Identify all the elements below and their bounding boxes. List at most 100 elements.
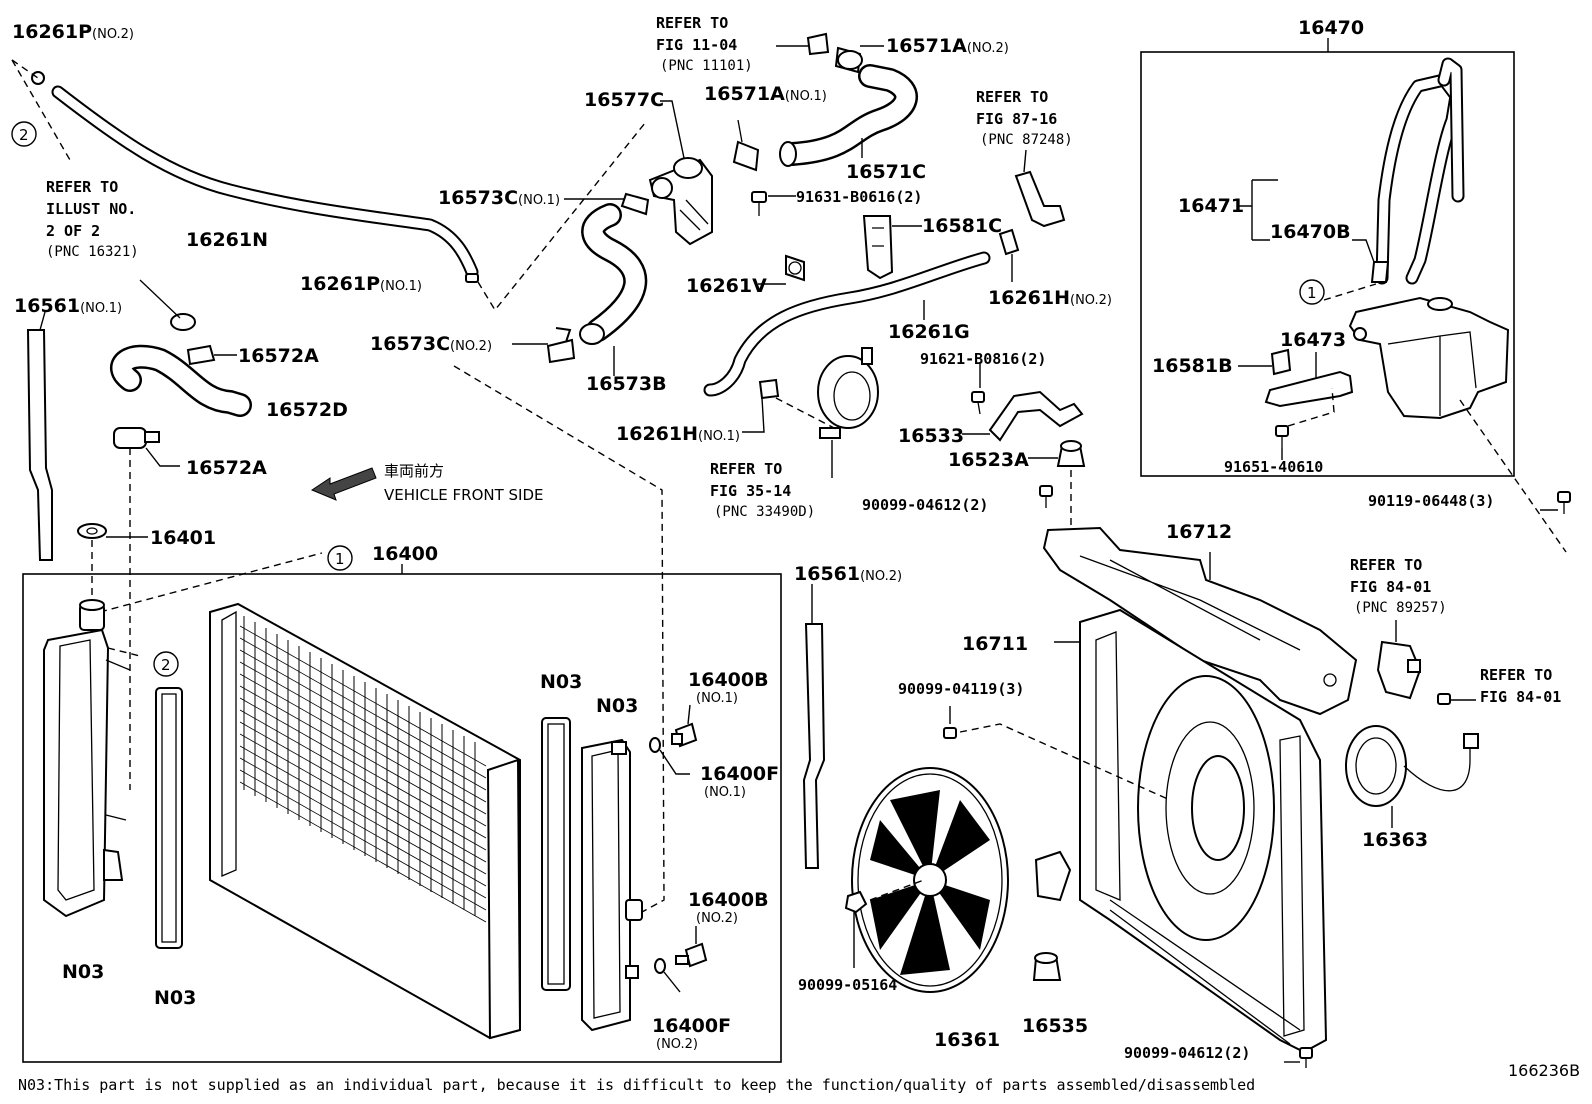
label-90099-04612-bottom: 90099-04612(2) (1124, 1044, 1250, 1062)
svg-text:FIG 84-01: FIG 84-01 (1350, 578, 1431, 596)
clamp-16261h-no2 (998, 228, 1020, 256)
motor-16363 (1345, 725, 1479, 807)
label-16577c: 16577C (584, 89, 664, 111)
footnote: N03:This part is not supplied as an indi… (18, 1076, 1255, 1094)
callout-2-top: 2 (11, 121, 37, 147)
label-n03-seal: N03 (154, 987, 196, 1009)
label-16571a-no2: 16571A(NO.2) (886, 35, 1009, 57)
fin-line (239, 673, 487, 815)
label-16261n: 16261N (186, 229, 268, 251)
svg-text:(PNC 33490D): (PNC 33490D) (714, 504, 815, 520)
grommet-16523a (1056, 440, 1086, 467)
bolt-90119 (1557, 491, 1571, 514)
label-16261h-no1: 16261H(NO.1) (616, 423, 740, 445)
fin-line (239, 625, 487, 767)
svg-text:(PNC 89257): (PNC 89257) (1354, 600, 1447, 616)
hose-16572d (110, 279, 252, 417)
label-16572a-top: 16572A (238, 345, 319, 367)
bracket-16712 (1042, 526, 1358, 716)
clip-16470b (1370, 261, 1390, 283)
nut-90099-05164 (844, 890, 868, 914)
svg-text:ILLUST NO.: ILLUST NO. (46, 200, 136, 218)
ref-fig-11-04: REFER TO FIG 11-04 (PNC 11101) (656, 14, 753, 74)
label-16573c-no1: 16573C(NO.1) (438, 187, 560, 209)
svg-text:(PNC 11101): (PNC 11101) (660, 58, 753, 74)
bottle-refer-35-14 (817, 347, 879, 439)
clamp-16571a-no2 (834, 46, 863, 74)
label-16261v: 16261V (686, 275, 767, 297)
pipe-16261n (51, 85, 479, 279)
label-16561-no2: 16561(NO.2) (794, 563, 902, 585)
label-91651: 91651-40610 (1224, 458, 1323, 476)
label-16261p-no1: 16261P(NO.1) (300, 273, 422, 295)
label-16363: 16363 (1362, 829, 1428, 851)
fin-line (239, 661, 487, 803)
fin-line (239, 685, 487, 827)
svg-text:1: 1 (1307, 284, 1317, 302)
bracket-16533 (988, 390, 1084, 442)
radiator-core-fins (239, 616, 487, 923)
svg-text:FIG 35-14: FIG 35-14 (710, 482, 791, 500)
bolt-refer-84-01 (1437, 693, 1451, 705)
svg-text:FIG 84-01: FIG 84-01 (1480, 688, 1561, 706)
label-16261p-no2: 16261P(NO.2) (12, 21, 134, 43)
oring-16400f-no1 (649, 737, 661, 753)
bolt-91621 (971, 391, 985, 415)
label-16400b-no2-sub: (NO.2) (696, 911, 738, 926)
clamp-16581b (1270, 348, 1292, 376)
hose-16573b (579, 203, 648, 345)
fin-line (239, 721, 487, 863)
fin-line (239, 757, 487, 899)
shroud-16711 (1079, 608, 1328, 1054)
clamp-16261v (785, 254, 805, 282)
fin-line (239, 709, 487, 851)
seal-n03-mid (541, 717, 571, 991)
label-16573c-no2: 16573C(NO.2) (370, 333, 492, 355)
svg-text:REFER TO: REFER TO (710, 460, 782, 478)
clip-16261p-no1 (465, 273, 479, 283)
label-16581c: 16581C (922, 215, 1002, 237)
clip-16261p-no2 (31, 71, 45, 85)
clamp-16572a-top (186, 344, 216, 366)
outlet-16577c (648, 157, 713, 246)
ref-fig-87-16: REFER TO FIG 87-16 (PNC 87248) (976, 88, 1073, 148)
hose-16571c (779, 64, 918, 167)
hose-16261g (703, 251, 991, 397)
ref-fig-84-01-b: REFER TO FIG 84-01 (1480, 666, 1561, 706)
label-16535: 16535 (1022, 1015, 1088, 1037)
bracket-16473 (1264, 370, 1354, 408)
diagram-id: 166236B (1508, 1061, 1580, 1080)
label-16400b-no1: 16400B (688, 669, 769, 691)
label-16400b-no1-sub: (NO.1) (696, 691, 738, 706)
clamp-16261h-no1 (758, 378, 780, 400)
callout-2-radiator: 2 (153, 651, 179, 677)
svg-text:REFER TO: REFER TO (1480, 666, 1552, 684)
label-16261g: 16261G (888, 321, 970, 343)
label-90099-04119: 90099-04119(3) (898, 680, 1024, 698)
clamp-16581c (862, 215, 894, 280)
label-16581b: 16581B (1152, 355, 1233, 377)
label-16523a: 16523A (948, 449, 1029, 471)
oring-16400f-no2 (654, 958, 666, 974)
label-91631: 91631-B0616(2) (796, 188, 922, 206)
label-16573b: 16573B (586, 373, 667, 395)
svg-text:2 OF 2: 2 OF 2 (46, 222, 100, 240)
bolt-90099-04119 (943, 727, 957, 739)
label-16571a-no1: 16571A(NO.1) (704, 83, 827, 105)
label-90119: 90119-06448(3) (1368, 492, 1494, 510)
svg-text:(PNC 87248): (PNC 87248) (980, 132, 1073, 148)
fin-line (239, 745, 487, 887)
label-90099-05164: 90099-05164 (798, 976, 897, 994)
label-16471: 16471 (1178, 195, 1244, 217)
label-16361: 16361 (934, 1029, 1000, 1051)
fin-line (239, 733, 487, 875)
label-16572a-bottom: 16572A (186, 457, 267, 479)
vehicle-front-arrow-icon (310, 467, 377, 501)
direction-label-jp: 車両前方 (384, 462, 444, 480)
label-16400f-no1-sub: (NO.1) (704, 785, 746, 800)
bolt-90099-04612-bottom (1299, 1047, 1313, 1068)
svg-text:(PNC 16321): (PNC 16321) (46, 244, 139, 260)
label-16571c: 16571C (846, 161, 926, 183)
grommet-16535 (1032, 952, 1062, 981)
